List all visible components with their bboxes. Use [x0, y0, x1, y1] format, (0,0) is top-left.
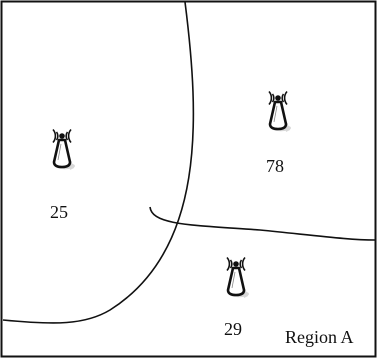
- boundary-left-region: [2, 1, 195, 324]
- radio-tower-icon: [225, 256, 251, 300]
- tower-bottom-value: 29: [224, 319, 242, 339]
- tower-left-value: 25: [50, 202, 68, 222]
- boundary-lower-region: [149, 206, 376, 241]
- region-label: Region A: [285, 327, 354, 347]
- radio-tower-icon: [51, 128, 77, 172]
- tower-upper-right-value: 78: [266, 156, 284, 176]
- radio-tower-icon: [267, 90, 293, 134]
